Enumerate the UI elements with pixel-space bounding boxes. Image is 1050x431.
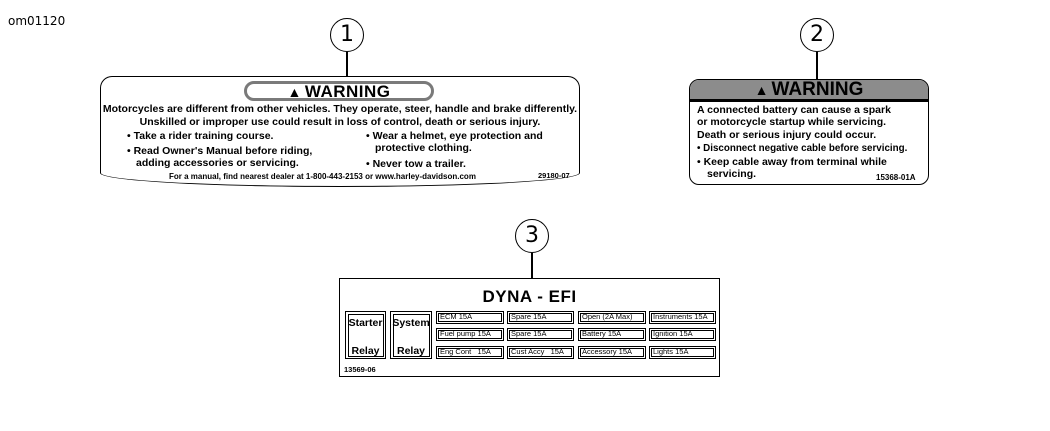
fuse-battery: Battery 15A <box>578 328 646 341</box>
battery-line-3: Death or serious injury could occur. <box>697 129 877 141</box>
callout-1: 1 <box>330 18 364 52</box>
battery-bullet-2-cont: servicing. <box>707 168 757 180</box>
part-number-2: 15368-01A <box>876 173 916 182</box>
bullet-right-1: • Wear a helmet, eye protection and <box>366 130 543 142</box>
bullet-left-1: • Take a rider training course. <box>127 130 274 142</box>
warning-line-1: Motorcycles are different from other veh… <box>102 103 578 115</box>
fuse-instruments: Instruments 15A <box>649 311 716 324</box>
callout-3-leader <box>531 253 533 278</box>
callout-3: 3 <box>515 219 549 253</box>
rider-warning-label: ▲WARNING Motorcycles are different from … <box>100 76 580 187</box>
relay-label-bottom: Relay <box>396 345 426 357</box>
part-number-1: 29180-07 <box>538 171 570 180</box>
battery-warning-label: ▲WARNING A connected battery can cause a… <box>689 79 929 185</box>
warning-triangle-icon: ▲ <box>754 82 769 98</box>
warning-footer: For a manual, find nearest dealer at 1-8… <box>169 172 476 181</box>
callout-1-leader <box>346 52 348 76</box>
part-number-3: 13569-06 <box>344 365 376 374</box>
relay-label-bottom: Relay <box>351 345 380 357</box>
battery-line-2: or motorcycle startup while servicing. <box>697 116 887 128</box>
fuse-eng-cont: Eng Cont 15A <box>436 346 504 359</box>
system-relay: System Relay <box>390 311 432 359</box>
warning-title: WARNING <box>304 82 391 101</box>
callout-2: 2 <box>800 18 834 52</box>
warning-triangle-icon: ▲ <box>287 84 302 100</box>
fuse-spare-1: Spare 15A <box>507 311 574 324</box>
fuse-relay-label: DYNA - EFI Starter Relay System Relay EC… <box>339 278 720 377</box>
fuse-panel-title: DYNA - EFI <box>482 287 577 306</box>
starter-relay: Starter Relay <box>345 311 386 359</box>
battery-bullet-2: • Keep cable away from terminal while <box>697 156 887 168</box>
bullet-left-2: • Read Owner's Manual before riding, <box>127 145 313 157</box>
fuse-accessory: Accessory 15A <box>578 346 646 359</box>
fuse-fuel-pump: Fuel pump 15A <box>436 328 504 341</box>
callout-2-leader <box>816 52 818 79</box>
fuse-open: Open (2A Max) <box>578 311 646 324</box>
battery-line-1: A connected battery can cause a spark <box>697 104 891 116</box>
figure-id: om01120 <box>8 14 66 28</box>
warning-line-2: Unskilled or improper use could result i… <box>139 116 541 128</box>
bullet-left-2-cont: adding accessories or servicing. <box>136 157 299 169</box>
battery-bullet-1: • Disconnect negative cable before servi… <box>697 143 908 154</box>
relay-label-top: System <box>392 317 430 329</box>
fuse-ecm: ECM 15A <box>436 311 504 324</box>
bullet-right-2: • Never tow a trailer. <box>366 158 466 170</box>
fuse-cust-accy: Cust Accy 15A <box>507 346 574 359</box>
warning-title: WARNING <box>771 79 864 100</box>
relay-label-top: Starter <box>348 317 383 329</box>
fuse-lights: Lights 15A <box>649 346 716 359</box>
fuse-spare-2: Spare 15A <box>507 328 574 341</box>
bullet-right-1-cont: protective clothing. <box>375 142 472 154</box>
warning-banner: ▲WARNING <box>690 80 928 102</box>
warning-header: ▲WARNING <box>244 81 434 101</box>
fuse-ignition: Ignition 15A <box>649 328 716 341</box>
